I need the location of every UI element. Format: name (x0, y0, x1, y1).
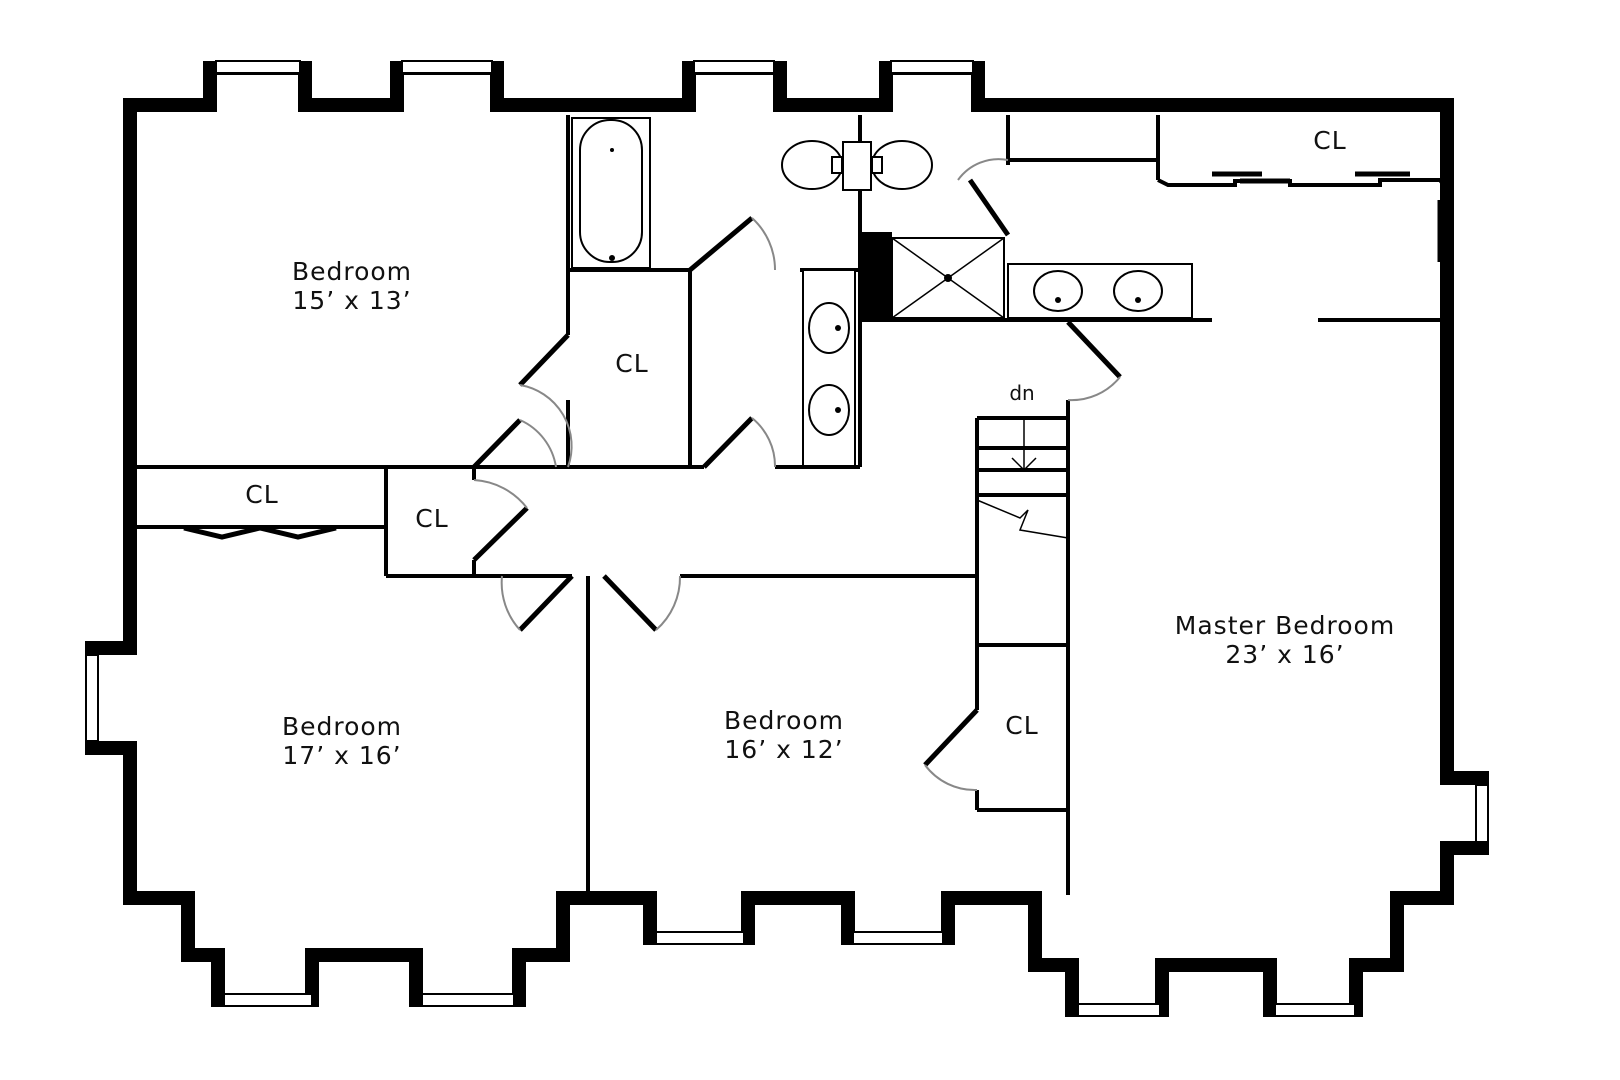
room-name: Bedroom (292, 257, 412, 286)
room-dims: 16’ x 12’ (724, 735, 843, 764)
closet-label-4: CL (1313, 126, 1346, 155)
toilets (781, 140, 933, 191)
windows (85, 60, 1489, 1017)
bathtub (571, 117, 651, 269)
staircase (976, 420, 1069, 539)
room-dims: 17’ x 16’ (282, 741, 401, 770)
window-top-2 (401, 60, 493, 74)
exterior-wall-top-west (85, 61, 1489, 1017)
room-label-bedroom-nw: Bedroom 15’ x 13’ (292, 257, 412, 315)
sinks-left (802, 269, 856, 467)
room-dims: 15’ x 13’ (292, 286, 411, 315)
closet-label-3: CL (415, 504, 448, 533)
interior-walls (137, 115, 1448, 895)
shower (860, 232, 1005, 320)
window-bottom-3 (655, 931, 745, 945)
window-bottom-6 (1274, 1003, 1356, 1017)
swing-doors (472, 158, 1122, 792)
window-top-1 (215, 60, 301, 74)
window-bottom-2 (421, 993, 515, 1007)
closet-label-2: CL (245, 480, 278, 509)
room-label-master-bedroom: Master Bedroom 23’ x 16’ (1175, 611, 1395, 669)
window-left (85, 654, 99, 742)
sinks-master (1007, 263, 1193, 319)
room-name: Bedroom (282, 712, 402, 741)
room-label-bedroom-sw: Bedroom 17’ x 16’ (282, 712, 402, 770)
room-dims: 23’ x 16’ (1225, 640, 1344, 669)
sliding-doors (183, 171, 1450, 540)
window-bottom-1 (223, 993, 313, 1007)
window-bottom-5 (1077, 1003, 1161, 1017)
window-bottom-4 (852, 931, 944, 945)
room-name: Bedroom (724, 706, 844, 735)
closet-label-5: CL (1005, 711, 1038, 740)
room-name: Master Bedroom (1175, 611, 1395, 640)
window-top-4 (890, 60, 974, 74)
closet-label-1: CL (615, 349, 648, 378)
room-label-bedroom-s: Bedroom 16’ x 12’ (724, 706, 844, 764)
window-right (1475, 784, 1489, 843)
stairs-direction-label: dn (1009, 381, 1034, 405)
window-top-3 (693, 60, 775, 74)
